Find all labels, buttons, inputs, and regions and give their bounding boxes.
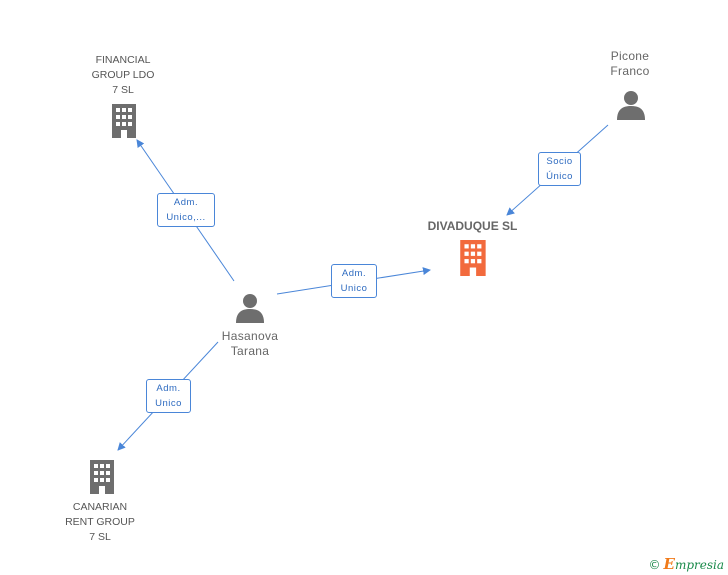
- copyright-symbol: ©: [648, 558, 661, 572]
- edge-label-hasanova-canarian: Adm. Unico: [146, 379, 191, 413]
- edge-label-hasanova-financial: Adm. Unico,...: [157, 193, 215, 227]
- brand-name: mpresia: [674, 558, 724, 572]
- edge-label-hasanova-divaduque: Adm. Unico: [331, 264, 377, 298]
- empresia-logo: ©Empresia: [649, 555, 725, 573]
- brand-initial: E: [663, 555, 675, 573]
- person-label-picone[interactable]: Picone Franco: [610, 49, 650, 78]
- building-icon[interactable]: [88, 460, 118, 494]
- building-icon-main[interactable]: [458, 240, 490, 276]
- company-label-divaduque[interactable]: DIVADUQUE SL: [427, 219, 518, 233]
- building-icon[interactable]: [110, 104, 140, 138]
- person-icon[interactable]: [617, 90, 645, 120]
- person-label-hasanova[interactable]: Hasanova Tarana: [221, 329, 279, 358]
- company-label-canarian[interactable]: CANARIAN RENT GROUP 7 SL: [65, 501, 135, 543]
- person-icon[interactable]: [236, 293, 264, 323]
- edge-label-picone-divaduque: Socio Único: [538, 152, 581, 186]
- company-label-financial[interactable]: FINANCIAL GROUP LDO 7 SL: [91, 54, 155, 96]
